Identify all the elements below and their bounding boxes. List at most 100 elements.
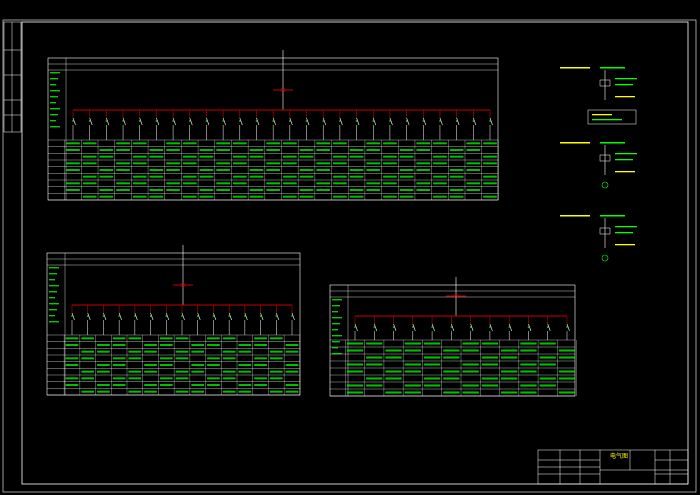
table-cell-text	[99, 195, 114, 198]
table-cell-text	[443, 356, 460, 359]
table-cell-text	[66, 149, 80, 151]
branch-marker	[222, 120, 224, 122]
branch-breaker	[106, 117, 110, 126]
table-cell-text	[128, 357, 142, 360]
table-cell-text	[238, 344, 252, 346]
label-text	[50, 108, 60, 110]
table-cell-text	[346, 391, 364, 394]
branch-breaker	[166, 312, 170, 321]
branch-marker	[205, 120, 208, 122]
side-block-spec	[600, 215, 625, 217]
branch-breaker	[322, 117, 326, 126]
branch-breaker	[547, 323, 551, 332]
table-cell-text	[385, 391, 402, 394]
table-cell-text	[483, 182, 497, 185]
table-cell-text	[266, 189, 280, 191]
branch-marker	[228, 315, 230, 317]
table-cell-text	[65, 357, 79, 360]
table-cell-text	[191, 350, 205, 353]
branch-marker	[527, 326, 530, 328]
table-cell-text	[144, 384, 157, 386]
branch-breaker	[197, 312, 201, 321]
table-cell-text	[366, 377, 383, 380]
table-cell-text	[82, 195, 97, 198]
table-cell-text	[112, 337, 126, 340]
table-cell-text	[269, 350, 283, 353]
table-cell-text	[175, 357, 189, 360]
table-cell-text	[144, 344, 157, 346]
table-cell-text	[266, 149, 280, 151]
table-cell-text	[383, 142, 397, 145]
table-cell-text	[443, 391, 460, 394]
table-cell-text	[501, 349, 518, 352]
table-cell-text	[449, 169, 464, 171]
table-cell-text	[149, 195, 164, 198]
table-cell-text	[501, 391, 518, 394]
branch-breaker	[122, 117, 126, 126]
table-cell-text	[159, 344, 173, 346]
table-cell-text	[144, 364, 157, 366]
table-cell-text	[97, 364, 110, 366]
main-breaker-symbol	[453, 293, 459, 299]
label-text	[49, 321, 59, 323]
side-block-label	[615, 78, 637, 80]
table-cell-text	[182, 175, 197, 178]
table-cell-text	[285, 384, 299, 386]
table-cell-text	[166, 162, 180, 165]
table-cell-text	[283, 195, 297, 198]
table-cell-text	[404, 384, 421, 387]
table-cell-text	[366, 189, 381, 191]
table-cell-text	[299, 155, 314, 158]
table-cell-text	[254, 364, 267, 366]
branch-breaker	[222, 117, 226, 126]
branch-breaker	[289, 117, 293, 126]
table-cell-text	[222, 337, 236, 340]
table-cell-text	[81, 370, 95, 373]
table-cell-text	[166, 169, 180, 171]
branch-marker	[508, 326, 510, 328]
table-cell-text	[144, 390, 157, 393]
branch-breaker	[181, 312, 185, 321]
outer-frame	[2, 19, 697, 493]
branch-breaker	[260, 312, 264, 321]
table-cell-text	[116, 182, 130, 185]
table-cell-text	[404, 391, 421, 394]
label-text	[50, 120, 56, 122]
table-cell-text	[449, 175, 464, 178]
table-cell-text	[199, 189, 214, 191]
panel-al1-diagram	[47, 50, 499, 201]
table-cell-text	[191, 364, 205, 366]
branch-marker	[196, 315, 199, 317]
table-cell-text	[385, 377, 402, 380]
branch-breaker	[139, 117, 143, 126]
table-cell-text	[383, 175, 397, 178]
branch-marker	[239, 120, 241, 122]
table-cell-text	[182, 162, 197, 165]
branch-breaker	[118, 312, 122, 321]
branch-breaker	[489, 323, 493, 332]
table-cell-text	[466, 142, 481, 145]
table-cell-text	[66, 189, 80, 191]
branch-marker	[372, 120, 375, 122]
table-cell-text	[483, 155, 497, 158]
table-cell-text	[416, 189, 431, 191]
table-cell-text	[266, 162, 280, 165]
table-cell-text	[449, 195, 464, 198]
table-cell-text	[254, 357, 267, 360]
table-cell-text	[433, 195, 447, 198]
side-note-text	[592, 119, 622, 121]
branch-breaker	[89, 117, 93, 126]
table-cell-text	[433, 182, 447, 185]
table-cell-text	[132, 195, 147, 198]
branch-marker	[472, 120, 475, 122]
table-cell-text	[481, 377, 499, 380]
table-cell-text	[166, 142, 180, 145]
branch-breaker	[213, 312, 217, 321]
side-block-spec	[600, 67, 625, 69]
table-cell-text	[349, 149, 364, 151]
label-text	[49, 315, 55, 317]
table-cell-text	[207, 377, 220, 380]
table-cell-text	[191, 344, 205, 346]
table-cell-text	[232, 142, 247, 145]
table-cell-text	[283, 175, 297, 178]
